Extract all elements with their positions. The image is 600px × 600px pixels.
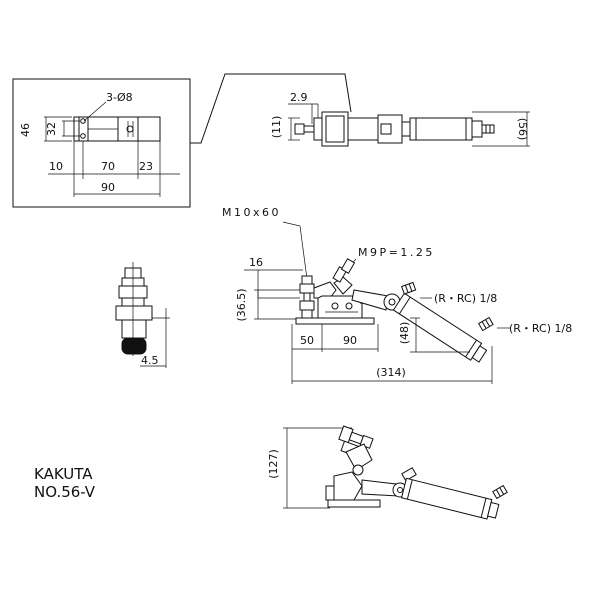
maker-name: KAKUTA bbox=[34, 465, 93, 483]
dim-29-text: 2.9 bbox=[290, 91, 308, 104]
mount-hole-2 bbox=[80, 133, 86, 139]
dim-10-text: 10 bbox=[49, 160, 63, 173]
end-body bbox=[115, 305, 153, 321]
spindle-nut-top bbox=[299, 283, 315, 294]
bolt-head bbox=[294, 123, 305, 135]
top-view: 2.9 (11) (56) bbox=[270, 91, 530, 147]
title-block: KAKUTA NO.56-V bbox=[34, 465, 96, 501]
dim-56-text: (56) bbox=[516, 118, 529, 141]
dim-127-text: (127) bbox=[267, 449, 280, 479]
dim-45-text: 4.5 bbox=[141, 354, 159, 367]
thread-label: M9P=1.25 bbox=[358, 246, 435, 259]
open-base bbox=[327, 499, 381, 508]
dim-32-text: 32 bbox=[45, 122, 58, 136]
hole-label: 3-Ø8 bbox=[106, 91, 133, 104]
dim-48-text: (48) bbox=[398, 322, 411, 345]
dim-90s-text: 90 bbox=[343, 334, 357, 347]
dim-314-text: (314) bbox=[376, 366, 406, 379]
open-cylinder bbox=[400, 477, 493, 520]
open-body bbox=[333, 471, 363, 501]
spindle-nut-bottom bbox=[299, 300, 315, 311]
open-arm bbox=[345, 443, 373, 471]
end-handle bbox=[121, 337, 147, 355]
end-view: 4.5 bbox=[115, 262, 170, 368]
port-label-2: (R・RC) 1/8 bbox=[509, 322, 572, 335]
dim-50-text: 50 bbox=[300, 334, 314, 347]
bolt-label: M10x60 bbox=[222, 206, 281, 219]
air-port-top bbox=[481, 124, 495, 134]
dim-90-text: 90 bbox=[101, 181, 115, 194]
port-label-1: (R・RC) 1/8 bbox=[434, 292, 497, 305]
hole-leader bbox=[83, 101, 107, 122]
base-side bbox=[295, 317, 375, 325]
dim-23-text: 23 bbox=[139, 160, 153, 173]
inset-detail: 3-Ø8 46 32 10 70 23 90 bbox=[12, 73, 352, 208]
link-rod bbox=[351, 289, 389, 311]
cylinder-top bbox=[409, 117, 473, 141]
air-port-1 bbox=[400, 281, 417, 295]
model-number: NO.56-V bbox=[34, 483, 96, 501]
mount-hole-1 bbox=[80, 118, 86, 124]
air-port-2 bbox=[477, 316, 494, 332]
side-view: M10x60 M9P=1.25 16 (36.5) bbox=[222, 206, 572, 384]
bolt-leader bbox=[282, 221, 308, 280]
clamp-arm bbox=[313, 281, 337, 299]
open-view: (127) bbox=[267, 425, 508, 520]
dim-70-text: 70 bbox=[101, 160, 115, 173]
inset-leader bbox=[190, 73, 352, 144]
dim-16-text: 16 bbox=[249, 256, 263, 269]
linkage-top bbox=[347, 117, 379, 141]
dim-46-text: 46 bbox=[19, 123, 32, 137]
dim-365-text: (36.5) bbox=[235, 288, 248, 321]
dim-11-text: (11) bbox=[270, 116, 283, 139]
